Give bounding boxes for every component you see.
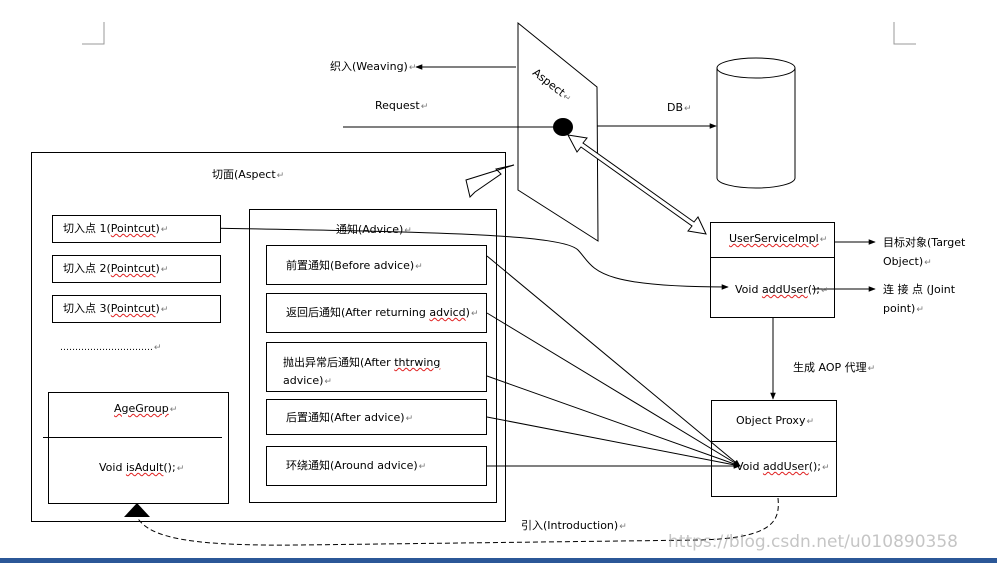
agegroup-title: AgeGroup↵	[114, 402, 178, 415]
pointcut-box-1: 切入点 1(Pointcut)↵	[52, 215, 221, 243]
advice-before-label: 前置通知(Before advice)↵	[286, 259, 423, 272]
db-text: DB	[667, 101, 684, 114]
advice-after-returning-post: )	[465, 306, 470, 319]
userservice-title-text: UserServiceImpl	[729, 232, 819, 245]
introduction-text: 引入(Introduction)	[521, 519, 619, 532]
advice-after-returning-word: advicd	[429, 306, 466, 319]
request-label: Request↵	[375, 99, 429, 112]
db-cylinder	[716, 57, 796, 189]
advice-after-label: 后置通知(After advice)↵	[286, 411, 414, 424]
advice-proxy-lines	[486, 255, 741, 469]
advice-after-throwing-line2: advice)↵	[283, 374, 332, 387]
generate-proxy-text: 生成 AOP 代理	[793, 361, 867, 374]
userservice-box: UserServiceImpl↵ Void addUser();↵	[710, 222, 835, 318]
target-object-label-2: Object)↵	[883, 255, 932, 268]
userservice-title: UserServiceImpl↵	[729, 232, 828, 245]
pointcut-term-1: Pointcut	[110, 222, 156, 235]
object-proxy-method-pre: Void	[736, 460, 763, 473]
pointcut-term-2: Pointcut	[110, 262, 156, 275]
join-point-text-2: point)	[883, 302, 916, 315]
pointcut-label-2: 切入点 2(Pointcut)↵	[63, 262, 169, 275]
target-block-arrow	[567, 134, 707, 235]
advice-around-box: 环绕通知(Around advice)↵	[266, 446, 487, 486]
pointcut-box-2: 切入点 2(Pointcut)↵	[52, 255, 221, 283]
object-proxy-box: Object Proxy↵ Void addUser();↵	[711, 400, 837, 497]
ellipsis-label: ………………………….↵	[60, 343, 162, 353]
agegroup-method-post: ();	[163, 461, 176, 474]
advice-box: 通知(Advice)↵	[249, 209, 497, 503]
pointcut-prefix-3: 切入点	[63, 302, 96, 315]
pointcut-join-curve	[155, 226, 729, 290]
object-proxy-title: Object Proxy↵	[736, 414, 815, 427]
userservice-method-post: ();	[807, 283, 821, 296]
object-proxy-method-post: ();	[808, 460, 822, 473]
agegroup-title-text: AgeGroup	[114, 402, 169, 415]
advice-after-throwing-box: 抛出异常后通知(After thtrwing advice)↵	[266, 342, 487, 392]
aspect-box	[31, 152, 506, 522]
advice-after-throwing-line1: 抛出异常后通知(After thtrwing	[283, 356, 440, 370]
pointcut-label-3: 切入点 3(Pointcut)↵	[63, 302, 169, 315]
ellipsis-text: ………………………….	[60, 343, 153, 353]
agegroup-method: Void isAdult();↵	[99, 461, 185, 474]
pointcut-label-1: 切入点 1(Pointcut)↵	[63, 222, 169, 235]
join-point-label-1: 连 接 点 (Joint	[883, 283, 955, 297]
advice-after-throwing-pre: 抛出异常后通知(After	[283, 356, 395, 369]
advice-after-returning-pre: 返回后通知(After returning	[286, 306, 430, 319]
object-proxy-method: Void addUser();↵	[736, 460, 830, 473]
introduction-label: 引入(Introduction)↵	[521, 519, 627, 532]
agegroup-box: AgeGroup↵ Void isAdult();↵	[48, 392, 229, 504]
advice-after-returning-box: 返回后通知(After returning advicd)↵	[266, 293, 487, 333]
agegroup-method-pre: Void	[99, 461, 126, 474]
pointcut-prefix-1: 切入点	[63, 222, 96, 235]
aspect-box-title-text: 切面(Aspect	[212, 168, 276, 181]
advice-after-box: 后置通知(After advice)↵	[266, 399, 487, 435]
pointcut-number-1: 1	[99, 222, 107, 235]
weaving-text: 织入(Weaving)	[330, 60, 408, 73]
object-proxy-method-word: addUser	[762, 460, 809, 473]
join-point-text-1: 连 接 点 (Joint	[883, 283, 956, 296]
request-text: Request	[375, 99, 420, 112]
advice-before-text: 前置通知(Before advice)	[286, 259, 415, 272]
advice-around-text: 环绕通知(Around advice)	[286, 459, 418, 472]
userservice-method-pre: Void	[735, 283, 762, 296]
advice-after-throwing-word: thtrwing	[394, 356, 441, 369]
advice-around-label: 环绕通知(Around advice)↵	[286, 459, 427, 472]
pointcut-term-3: Pointcut	[110, 302, 156, 315]
pointcut-box-3: 切入点 3(Pointcut)↵	[52, 295, 221, 323]
generate-proxy-label: 生成 AOP 代理↵	[793, 361, 876, 374]
watermark: https://blog.csdn.net/u010890358	[668, 532, 958, 552]
agegroup-method-word: isAdult	[125, 461, 164, 474]
aspect-box-title: 切面(Aspect↵	[212, 168, 285, 181]
userservice-divider	[711, 257, 834, 258]
pointcut-number-3: 3	[99, 302, 107, 315]
aspect-block-arrow	[465, 164, 515, 198]
object-proxy-divider	[712, 441, 836, 442]
weaving-label: 织入(Weaving)↵	[330, 60, 417, 73]
introduction-arrowhead	[124, 503, 150, 517]
join-point-label-2: point)↵	[883, 302, 924, 315]
target-object-label-1: 目标对象(Target	[883, 236, 965, 250]
advice-title: 通知(Advice)↵	[336, 223, 412, 236]
userservice-method: Void addUser();↵	[735, 283, 829, 296]
object-proxy-title-text: Object Proxy	[736, 414, 806, 427]
pointcut-number-2: 2	[99, 262, 107, 275]
pointcut-prefix-2: 切入点	[63, 262, 96, 275]
advice-title-text: 通知(Advice)	[336, 223, 404, 236]
agegroup-divider	[43, 437, 222, 438]
advice-after-text: 后置通知(After advice)	[286, 411, 405, 424]
page-corner-marks	[82, 22, 916, 45]
db-label: DB↵	[667, 101, 692, 114]
userservice-method-word: addUser	[761, 283, 808, 296]
bottom-bar	[0, 558, 997, 563]
join-point-dot	[553, 118, 573, 136]
advice-after-throwing-line2-text: advice)	[283, 374, 324, 387]
advice-before-box: 前置通知(Before advice)↵	[266, 245, 487, 285]
advice-after-returning-label: 返回后通知(After returning advicd)↵	[286, 306, 479, 319]
target-object-text-2: Object)	[883, 255, 924, 268]
target-object-text-1: 目标对象(Target	[883, 236, 966, 249]
